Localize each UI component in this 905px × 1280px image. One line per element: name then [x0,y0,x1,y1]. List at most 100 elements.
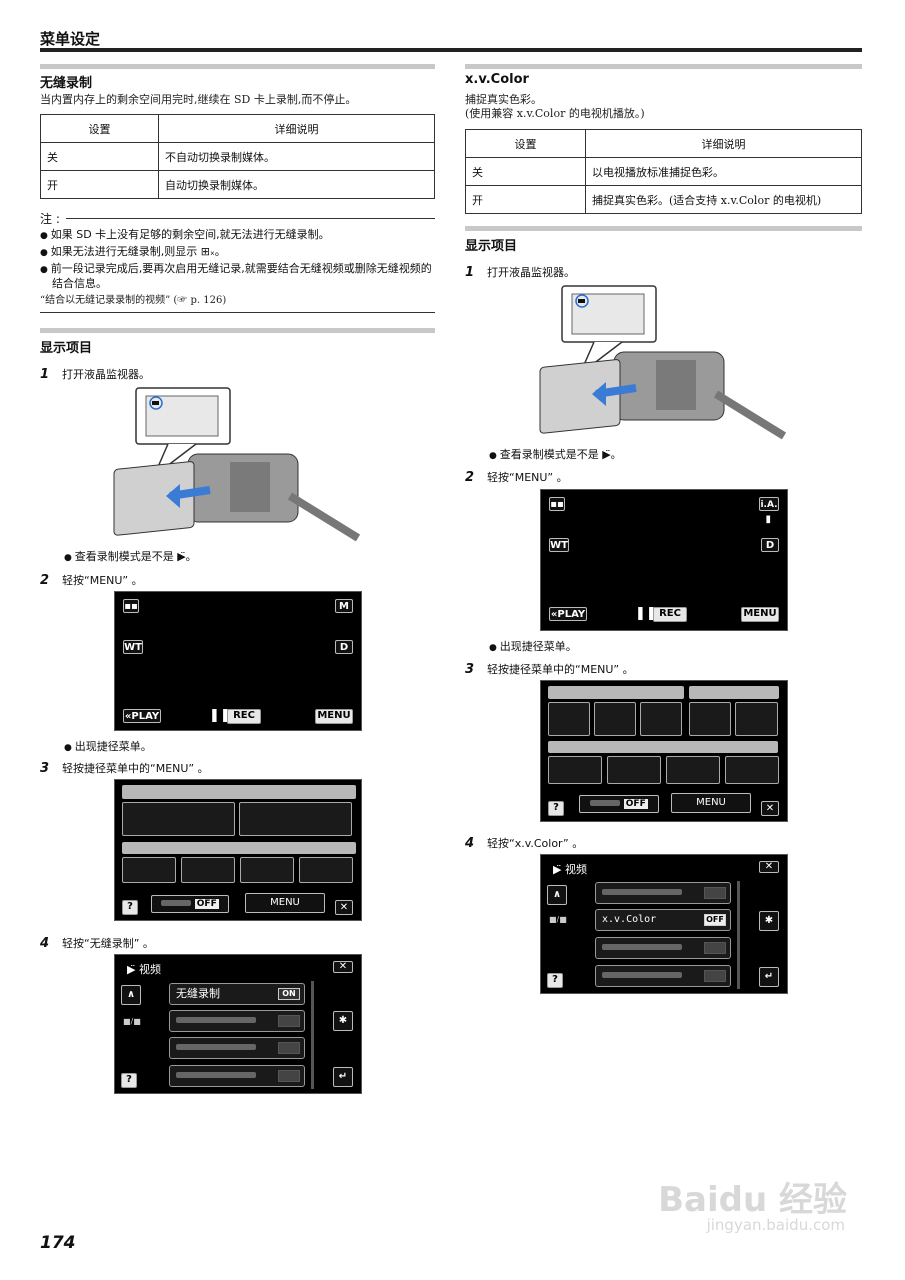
scrollbar[interactable] [311,981,314,1089]
page-indicator: ■/■ [549,915,567,924]
video-menu-title: ▶̈ 视频 [553,863,587,876]
seamless-heading: 无缝录制 [40,76,93,91]
table-header-detail: 详细说明 [585,129,862,158]
help-button[interactable]: ? [121,1073,137,1088]
list-item[interactable] [595,882,731,904]
scroll-up-icon[interactable]: ∧ [547,885,567,905]
back-icon[interactable]: ↵ [759,967,779,987]
close-icon[interactable]: ✕ [759,861,779,873]
play-button[interactable]: «PLAY [549,607,587,621]
xvcolor-description-note: (使用兼容 x.v.Color 的电视机播放。) [465,107,645,120]
menu-tile[interactable] [666,756,720,784]
seamless-table: 设置详细说明 关不自动切换录制媒体。 开自动切换录制媒体。 [40,114,435,199]
menu-tile[interactable] [640,702,682,736]
note-rule [66,218,435,219]
manual-mode-button[interactable]: M [335,599,353,613]
zoom-wt-button[interactable]: WT [123,640,143,654]
menu-tile[interactable] [689,702,731,736]
menu-tile[interactable] [607,756,661,784]
xvcolor-description: 捕捉真实色彩。 [465,93,542,106]
title-rule [40,48,862,52]
indicator-icon: ▮ [765,514,771,525]
bullet-check-mode: 查看录制模式是不是 ▶̈。 [64,548,197,564]
help-button[interactable]: ? [548,801,564,816]
table-header-setting: 设置 [465,129,586,158]
menu-tile[interactable] [299,857,353,883]
bullet-shortcut-menu: 出现捷径菜单。 [64,738,152,754]
display-button[interactable]: D [335,640,353,654]
list-item[interactable] [595,937,731,959]
shortcut-toggle[interactable]: OFF [151,895,229,913]
menu-tile[interactable] [240,857,294,883]
table-header-detail: 详细说明 [158,114,435,143]
xvcolor-heading: x.v.Color [465,72,529,87]
note-item: 前一段记录完成后,要再次启用无缝记录,就需要结合无缝视频或删除无缝视频的结合信息… [40,262,435,291]
menu-tile[interactable] [725,756,779,784]
menu-button[interactable]: MENU [671,793,751,813]
section-rule [40,64,435,69]
close-icon[interactable]: ✕ [761,801,779,816]
list-item[interactable] [169,1010,305,1032]
video-mode-icon: ▪▪ [123,599,139,613]
table-row: 开自动切换录制媒体。 [40,170,435,199]
camcorder-illustration [539,285,786,440]
rec-button[interactable]: REC [227,709,261,724]
menu-tile[interactable] [548,702,590,736]
list-item[interactable] [595,965,731,987]
display-heading: 显示项目 [40,341,93,356]
video-menu-title: ▶̈ 视频 [127,963,161,976]
camcorder-illustration [113,387,360,542]
menu-button[interactable]: MENU [741,607,779,622]
play-button[interactable]: «PLAY [123,709,161,723]
page-indicator: ■/■ [123,1017,141,1026]
note-list: 如果 SD 卡上没有足够的剩余空间,就无法进行无缝录制。 如果无法进行无缝录制,… [40,228,435,309]
help-button[interactable]: ? [122,900,138,915]
menu-bar [122,785,356,799]
bullet-check-mode: 查看录制模式是不是 ▶̈。 [489,446,622,462]
display-heading: 显示项目 [465,239,518,254]
menu-tile[interactable] [735,702,778,736]
zoom-wt-button[interactable]: WT [549,538,569,552]
table-row: 关不自动切换录制媒体。 [40,142,435,171]
watermark-brand: Baidu 经验 [658,1180,847,1220]
rec-button[interactable]: REC [653,607,687,622]
lcd-screen-shortcut-menu: ? OFF MENU ✕ [540,680,788,822]
scrollbar[interactable] [737,881,740,989]
help-button[interactable]: ? [547,973,563,988]
list-item[interactable] [169,1065,305,1087]
pause-icon: ❚❚ [209,708,231,723]
scroll-up-icon[interactable]: ∧ [121,985,141,1005]
close-icon[interactable]: ✕ [333,961,353,973]
menu-tile[interactable] [181,857,235,883]
display-button[interactable]: D [761,538,779,552]
menu-tile[interactable] [548,756,602,784]
close-icon[interactable]: ✕ [335,900,353,915]
menu-button[interactable]: MENU [315,709,353,724]
menu-bar [689,686,779,699]
gear-icon[interactable]: ✱ [759,911,779,931]
intelligent-auto-button[interactable]: i.A. [759,497,779,511]
menu-button[interactable]: MENU [245,893,325,913]
menu-tile[interactable] [239,802,352,836]
shortcut-toggle[interactable]: OFF [579,795,659,813]
list-item[interactable] [169,1037,305,1059]
gear-icon[interactable]: ✱ [333,1011,353,1031]
menu-tile[interactable] [594,702,636,736]
note-item: 如果无法进行无缝录制,则显示 ⊞ₓ。 [40,245,435,260]
note-reference-link[interactable]: “结合以无缝记录录制的视频” (☞ p. 126) [40,295,227,306]
menu-tile[interactable] [122,802,235,836]
lcd-screen-record: ▪▪ M WT D «PLAY ❚❚ REC MENU [114,591,362,731]
page-number: 174 [40,1233,76,1253]
note-label: 注 : [40,212,60,226]
back-icon[interactable]: ↵ [333,1067,353,1087]
menu-tile[interactable] [122,857,176,883]
menu-bar [122,842,356,854]
